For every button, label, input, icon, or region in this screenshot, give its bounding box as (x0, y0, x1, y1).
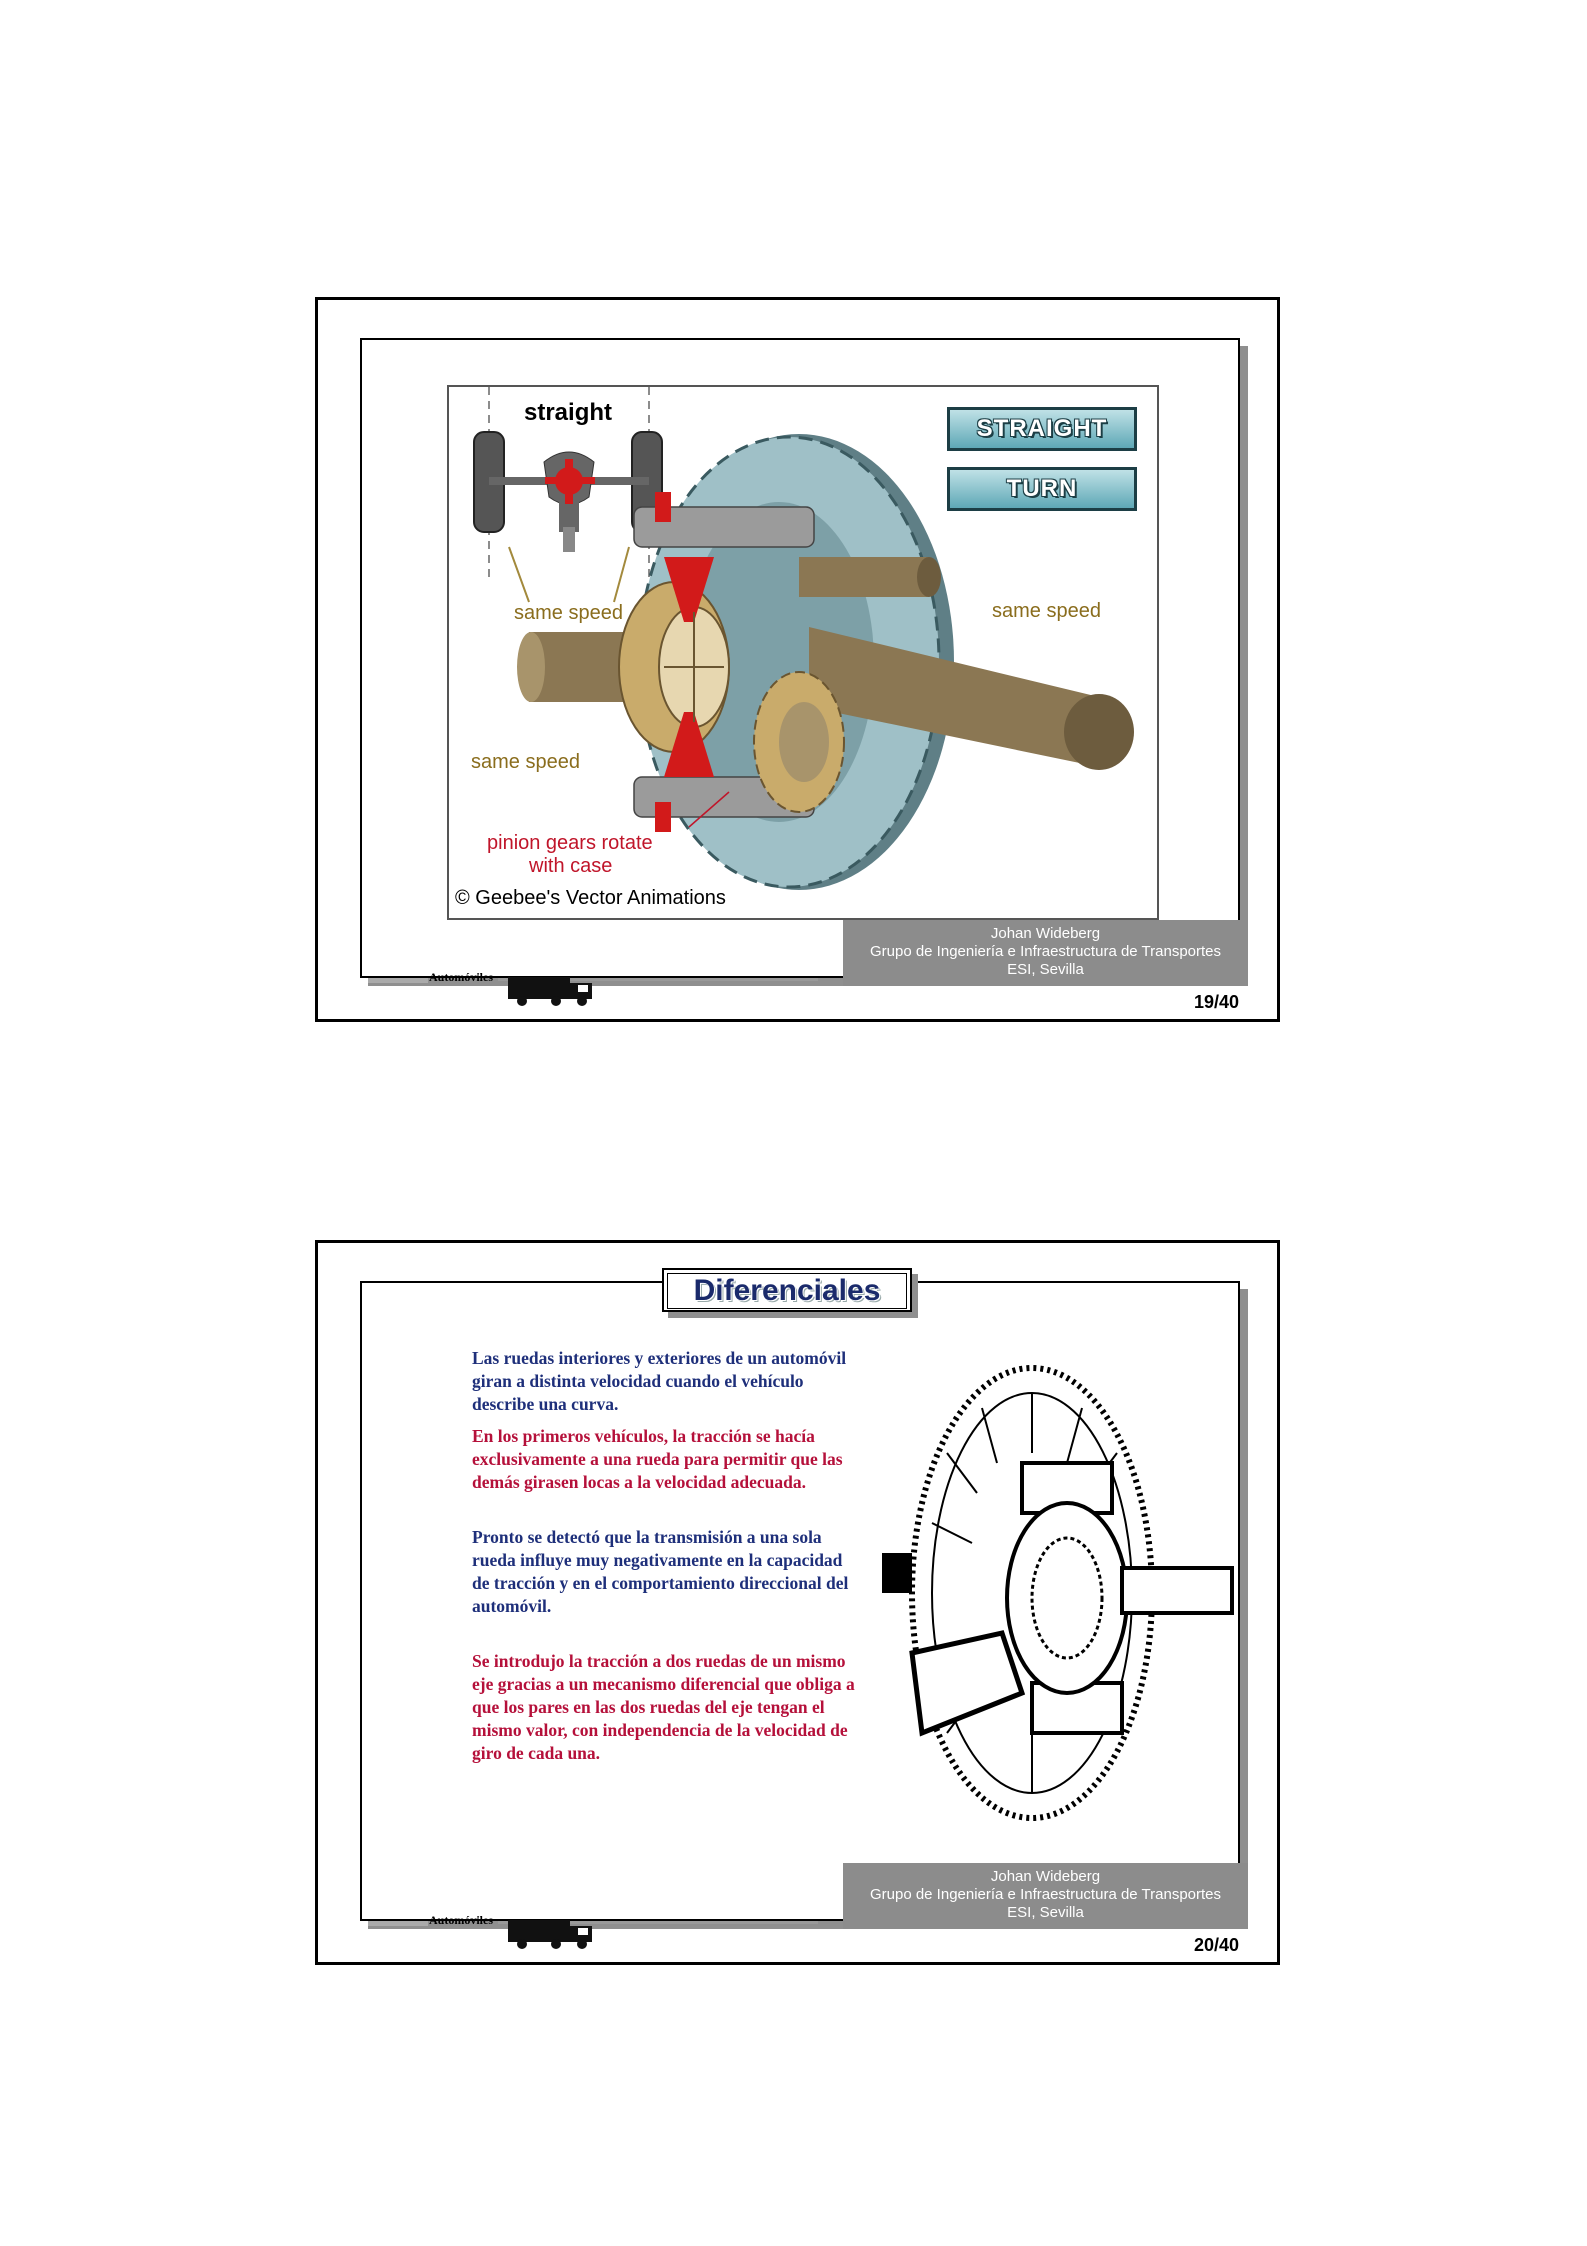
footer-place-2: ESI, Sevilla (1007, 1904, 1084, 1921)
slide-title-box: Diferenciales (662, 1268, 912, 1312)
mode-label: straight (524, 399, 613, 426)
spider-gears (618, 557, 730, 777)
paragraph-4: Se introdujo la tracción a dos ruedas de… (472, 1651, 855, 1763)
footer-rule-left-2 (368, 1921, 428, 1926)
straight-button[interactable]: STRAIGHT (947, 407, 1137, 451)
section-label-2: Automóviles (429, 1913, 493, 1927)
truck-icon (508, 977, 592, 1006)
footer-rule-right (498, 978, 818, 981)
pinion-label-line1: pinion gears rotate (487, 832, 653, 854)
differential-illustration (473, 387, 1134, 890)
footer-credits: Johan Wideberg Grupo de Ingeniería e Inf… (843, 920, 1248, 986)
footer-place: ESI, Sevilla (1007, 961, 1084, 978)
same-speed-label-right: same speed (992, 600, 1101, 622)
same-speed-label-left: same speed (471, 751, 580, 773)
paragraph-1: Las ruedas interiores y exteriores de un… (472, 1348, 847, 1414)
copyright-text: © Geebee's Vector Animations (455, 887, 726, 909)
axle-right (799, 557, 1134, 770)
pinion-gear (753, 671, 845, 813)
same-speed-label-top: same speed (514, 602, 623, 624)
footer-credits-2: Johan Wideberg Grupo de Ingeniería e Inf… (843, 1863, 1248, 1929)
footer-rule-right-2 (498, 1921, 818, 1924)
footer-group: Grupo de Ingeniería e Infraestructura de… (869, 943, 1222, 960)
slide-20: Diferenciales Las ruedas interiores y ex… (315, 1240, 1280, 1965)
turn-button[interactable]: TURN (947, 467, 1137, 511)
slide-title: Diferenciales (667, 1273, 907, 1309)
slide-19-content: STRAIGHT TURN straight same speed same s… (360, 338, 1248, 986)
footer-rule-left (368, 978, 428, 983)
paragraph-3: Pronto se detectó que la transmisión a u… (472, 1527, 849, 1616)
section-label: Automóviles (429, 970, 493, 984)
slide-20-content: Diferenciales Las ruedas interiores y ex… (360, 1268, 1248, 1929)
page-number: 19/40 (1193, 992, 1239, 1012)
differential-sketch (882, 1365, 1234, 1821)
slide-19: STRAIGHT TURN straight same speed same s… (315, 297, 1280, 1022)
paragraph-2: En los primeros vehículos, la tracción s… (472, 1426, 843, 1492)
footer-group-2: Grupo de Ingeniería e Infraestructura de… (869, 1886, 1222, 1903)
footer-author: Johan Wideberg (990, 925, 1101, 942)
differential-animation: STRAIGHT TURN straight same speed same s… (447, 385, 1159, 920)
pinion-label-line2: with case (529, 855, 613, 877)
page-number-2: 20/40 (1193, 1935, 1239, 1955)
truck-icon-2 (508, 1920, 592, 1949)
footer-author-2: Johan Wideberg (990, 1868, 1101, 1885)
